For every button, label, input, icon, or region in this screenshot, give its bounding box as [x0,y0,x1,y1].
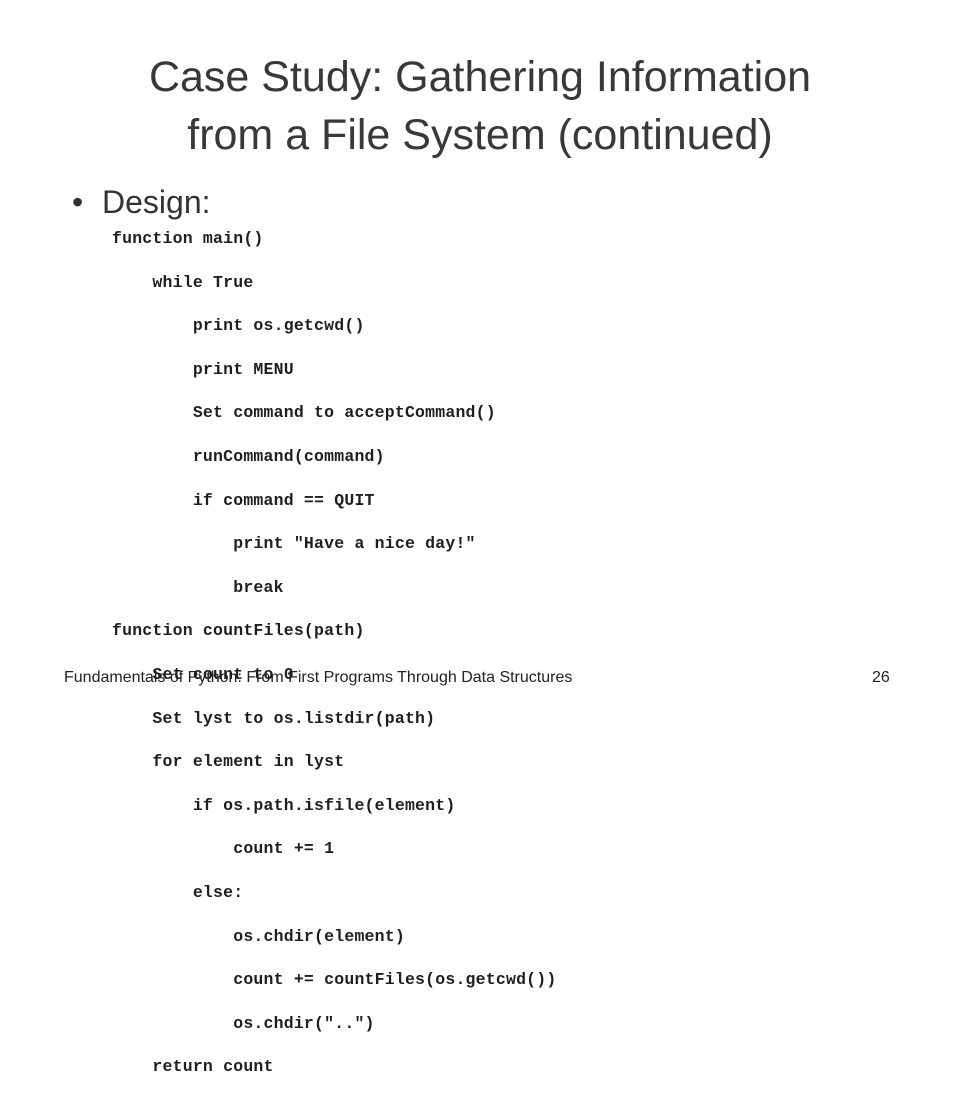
code-line: os.chdir(element) [112,926,405,946]
slide-title-line-1: Case Study: Gathering Information [148,53,812,101]
code-line: while True [112,272,254,292]
code-line: Set command to acceptCommand() [112,403,496,423]
pseudocode-block: function main() while True print os.getc… [112,228,556,1100]
code-line: function countFiles(path) [112,621,365,641]
bullet-marker: • [72,184,84,220]
code-line: count += 1 [112,839,335,859]
code-line: break [112,577,284,597]
slide-title-line-2: from a File System (continued) [187,111,773,159]
footer-page-number: 26 [872,669,890,686]
code-line: runCommand(command) [112,446,385,466]
code-line: for element in lyst [112,752,345,772]
code-line: else: [112,882,244,902]
bullet-text: Design: [102,184,211,220]
bullet-item-design: • Design: [72,182,211,222]
code-line: print MENU [112,359,294,379]
code-line: os.chdir("..") [112,1013,375,1033]
code-line: print os.getcwd() [112,316,365,336]
footer-book-title: Fundamentals of Python: From First Progr… [64,669,573,686]
code-line: Set count to 0 [112,664,294,684]
code-line: if os.path.isfile(element) [112,795,456,815]
code-line: print "Have a nice day!" [112,534,476,554]
code-line: count += countFiles(os.getcwd()) [112,970,557,990]
code-line: Set lyst to os.listdir(path) [112,708,436,728]
code-line: if command == QUIT [112,490,375,510]
code-line: return count [112,1057,274,1077]
code-line: function main() [112,229,264,248]
slide-title: Case Study: Gathering Information from a… [40,48,920,164]
